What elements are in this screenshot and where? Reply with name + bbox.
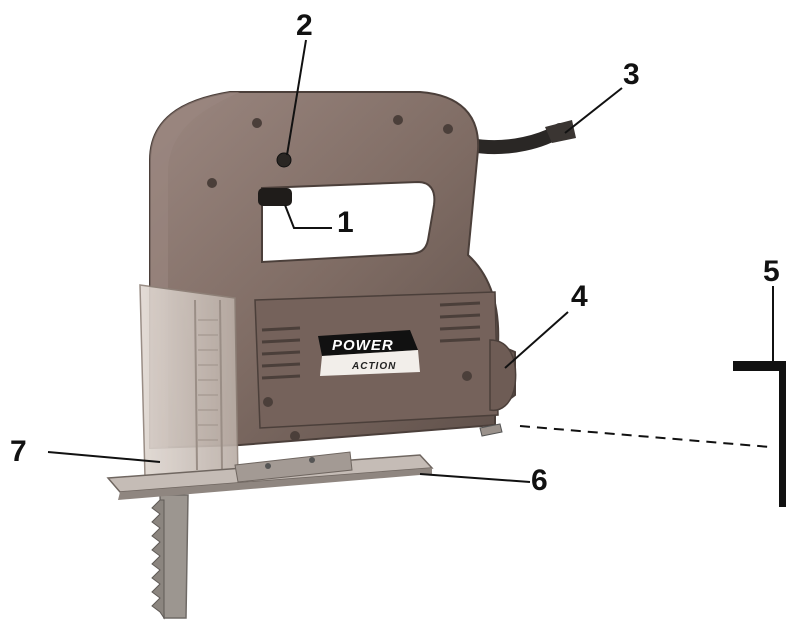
logo-top-text: POWER [332, 337, 394, 354]
callout-6: 6 [531, 464, 548, 497]
alignment-dashed-line [519, 425, 771, 448]
power-cord [463, 120, 576, 155]
saw-blade [151, 494, 189, 620]
callout-7: 7 [10, 435, 27, 468]
base-shoe [106, 451, 434, 500]
vent-slots-right [439, 301, 481, 343]
callout-labels: 1 2 3 4 5 6 7 [10, 9, 780, 497]
callout-4: 4 [571, 280, 588, 313]
brand-logo: POWER ACTION [318, 330, 420, 376]
parallel-guide-bracket [733, 361, 786, 507]
callout-5: 5 [763, 255, 780, 288]
trigger-switch [258, 188, 292, 206]
leader-lines [47, 39, 774, 483]
callout-3: 3 [623, 58, 640, 91]
lock-button [276, 152, 292, 168]
callout-1: 1 [337, 206, 354, 239]
blade-guard [139, 284, 239, 481]
callout-2: 2 [296, 9, 313, 42]
shoe-tip [479, 423, 503, 437]
speed-dial [489, 339, 517, 412]
vent-slots-left [261, 326, 301, 380]
screw-heads [207, 115, 472, 441]
logo-bottom-text: ACTION [351, 361, 396, 372]
